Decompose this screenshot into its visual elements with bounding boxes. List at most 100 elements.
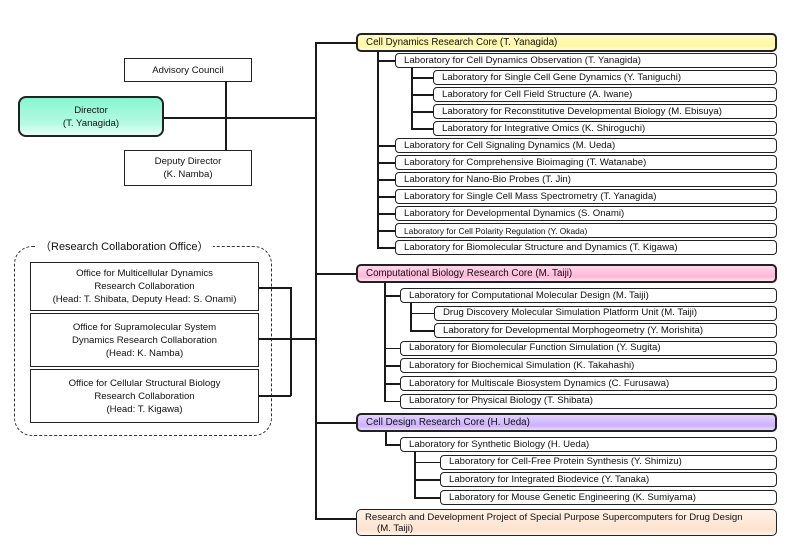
- laboratory-box-label: Laboratory for Physical Biology (T. Shib…: [409, 395, 593, 407]
- connector: [410, 330, 434, 332]
- laboratory-box-label: Laboratory for Single Cell Mass Spectrom…: [404, 190, 657, 202]
- connector: [377, 60, 395, 62]
- connector: [377, 179, 395, 181]
- director-name: (T. Yanagida): [62, 117, 120, 129]
- connector: [410, 303, 412, 332]
- project-lead: (M. Taiji): [377, 523, 414, 534]
- research-core-box-label: Computational Biology Research Core (M. …: [366, 267, 573, 279]
- deputy-director-name: (K. Namba): [163, 169, 213, 180]
- connector: [377, 247, 395, 249]
- connector: [259, 287, 291, 289]
- sub-laboratory-box-label: Laboratory for Cell-Free Protein Synthes…: [449, 456, 682, 468]
- laboratory-box: Laboratory for Synthetic Biology (H. Ued…: [400, 437, 777, 452]
- connector: [377, 52, 379, 249]
- laboratory-box: Laboratory for Biomolecular Structure an…: [395, 240, 777, 255]
- office-box: Office for Multicellular Dynamics Resear…: [30, 262, 259, 311]
- laboratory-box-label: Laboratory for Nano-Bio Probes (T. Jin): [404, 173, 571, 185]
- sub-laboratory-box: Drug Discovery Molecular Simulation Plat…: [434, 305, 777, 321]
- connector: [290, 287, 292, 396]
- collaboration-office-title: （Research Collaboration Office）: [36, 238, 213, 254]
- connector: [411, 128, 433, 130]
- laboratory-box-label: Laboratory for Biochemical Simulation (K…: [409, 359, 635, 371]
- sub-laboratory-box-label: Laboratory for Reconstitutive Developmen…: [442, 105, 722, 117]
- laboratory-box: Laboratory for Computational Molecular D…: [400, 288, 777, 303]
- connector: [414, 479, 440, 481]
- laboratory-box: Laboratory for Single Cell Mass Spectrom…: [395, 189, 777, 204]
- laboratory-box: Laboratory for Cell Polarity Regulation …: [395, 223, 777, 238]
- sub-laboratory-box: Laboratory for Single Cell Gene Dynamics…: [433, 70, 777, 85]
- connector: [315, 273, 356, 275]
- office-line: Office for Cellular Structural Biology: [68, 377, 221, 389]
- research-core-box: Cell Dynamics Research Core (T. Yanagida…: [356, 33, 777, 52]
- supercomputer-project-box: Research and Development Project of Spec…: [356, 509, 777, 536]
- connector: [414, 497, 440, 499]
- laboratory-box: Laboratory for Developmental Dynamics (S…: [395, 206, 777, 221]
- connector: [411, 94, 433, 96]
- office-line: (Head: T. Shibata, Deputy Head: S. Onami…: [52, 294, 237, 305]
- office-line: Research Collaboration: [94, 390, 195, 402]
- laboratory-box-label: Laboratory for Biomolecular Function Sim…: [409, 342, 661, 354]
- connector: [384, 283, 386, 403]
- laboratory-box-label: Laboratory for Cell Signaling Dynamics (…: [404, 139, 616, 151]
- connector: [377, 145, 395, 147]
- connector: [377, 230, 395, 232]
- laboratory-box-label: Laboratory for Cell Dynamics Observation…: [404, 54, 641, 66]
- connector: [384, 347, 400, 350]
- office-line: Office for Supramolecular System: [72, 321, 217, 333]
- connector: [414, 461, 440, 464]
- connector: [225, 82, 227, 150]
- sub-laboratory-box: Laboratory for Reconstitutive Developmen…: [433, 104, 777, 119]
- connector: [385, 432, 387, 446]
- connector: [259, 338, 315, 340]
- laboratory-box-label: Laboratory for Multiscale Biosystem Dyna…: [409, 377, 670, 389]
- research-core-box-label: Cell Design Research Core (H. Ueda): [366, 416, 530, 428]
- sub-laboratory-box: Laboratory for Integrated Biodevice (Y. …: [440, 472, 777, 488]
- sub-laboratory-box-label: Laboratory for Mouse Genetic Engineering…: [449, 491, 696, 503]
- connector: [410, 312, 434, 315]
- project-title: Research and Development Project of Spec…: [365, 512, 743, 523]
- connector: [377, 213, 395, 215]
- research-core-box: Computational Biology Research Core (M. …: [356, 264, 777, 283]
- office-box: Office for Supramolecular System Dynamic…: [30, 313, 259, 367]
- deputy-director-box: Deputy Director (K. Namba): [124, 150, 252, 186]
- laboratory-box-label: Laboratory for Synthetic Biology (H. Ued…: [409, 438, 590, 450]
- laboratory-box-label: Laboratory for Computational Molecular D…: [409, 289, 649, 301]
- connector: [384, 365, 400, 367]
- laboratory-box-label: Laboratory for Biomolecular Structure an…: [404, 241, 678, 253]
- connector: [384, 295, 400, 297]
- sub-laboratory-box: Laboratory for Developmental Morphogeome…: [434, 323, 777, 339]
- advisory-council-label: Advisory Council: [152, 64, 224, 76]
- connector: [259, 395, 291, 397]
- connector: [411, 68, 413, 129]
- main-trunk: [315, 42, 317, 518]
- connector: [384, 383, 400, 385]
- connector: [315, 42, 356, 44]
- sub-laboratory-box-label: Drug Discovery Molecular Simulation Plat…: [443, 307, 698, 319]
- office-line: Dynamics Research Collaboration: [71, 334, 218, 346]
- sub-laboratory-box-label: Laboratory for Integrated Biodevice (Y. …: [449, 473, 650, 485]
- connector: [315, 518, 356, 520]
- laboratory-box: Laboratory for Biochemical Simulation (K…: [400, 358, 777, 374]
- laboratory-box-label: Laboratory for Comprehensive Bioimaging …: [404, 156, 647, 168]
- laboratory-box: Laboratory for Cell Dynamics Observation…: [395, 53, 777, 68]
- laboratory-box: Laboratory for Nano-Bio Probes (T. Jin): [395, 172, 777, 187]
- sub-laboratory-box-label: Laboratory for Developmental Morphogeome…: [443, 324, 704, 336]
- laboratory-box: Laboratory for Multiscale Biosystem Dyna…: [400, 376, 777, 391]
- office-line: (Head: K. Namba): [105, 347, 184, 359]
- connector: [377, 162, 395, 164]
- sub-laboratory-box: Laboratory for Integrative Omics (K. Shi…: [433, 121, 777, 136]
- office-line: Research Collaboration: [94, 281, 195, 292]
- laboratory-box: Laboratory for Comprehensive Bioimaging …: [395, 155, 777, 170]
- laboratory-box: Laboratory for Physical Biology (T. Shib…: [400, 393, 777, 409]
- connector: [164, 117, 315, 119]
- sub-laboratory-box: Laboratory for Cell Field Structure (A. …: [433, 87, 777, 102]
- connector: [411, 77, 433, 79]
- laboratory-box: Laboratory for Biomolecular Function Sim…: [400, 340, 777, 356]
- advisory-council-box: Advisory Council: [124, 58, 252, 82]
- research-core-box-label: Cell Dynamics Research Core (T. Yanagida…: [366, 36, 558, 48]
- research-core-box: Cell Design Research Core (H. Ueda): [356, 413, 777, 432]
- deputy-director-title: Deputy Director: [154, 156, 222, 167]
- connector: [414, 452, 416, 499]
- office-box: Office for Cellular Structural Biology R…: [30, 369, 259, 423]
- laboratory-box-label: Laboratory for Cell Polarity Regulation …: [404, 225, 588, 236]
